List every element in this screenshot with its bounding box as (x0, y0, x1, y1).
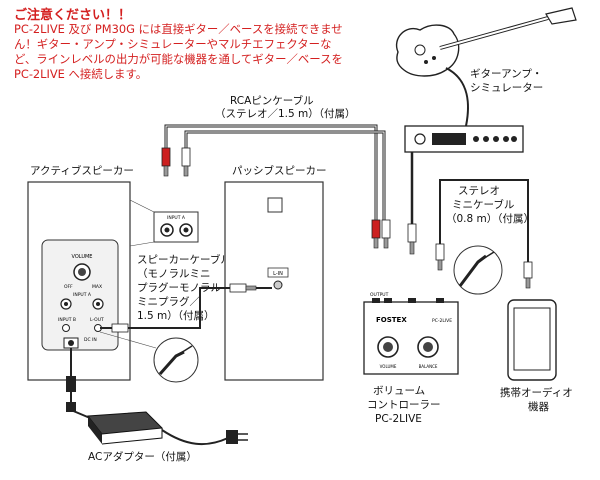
pc2live-label-2: コントローラー (367, 399, 441, 411)
ctl-volume-label: VOLUME (380, 364, 397, 369)
speaker-cable-label-1: スピーカーケーブル (137, 254, 231, 266)
stereo-cable-label-3: （0.8 m）（付属） (446, 213, 535, 225)
input-a-detail: INPUT A (129, 199, 199, 247)
l-out-label: L-OUT (90, 317, 104, 323)
mini-plug-detail-icon (453, 245, 503, 295)
max-label: MAX (92, 284, 102, 290)
input-a-label: INPUT A (73, 292, 92, 298)
power-plug-icon (226, 430, 248, 444)
passive-speaker: L-IN (224, 181, 324, 381)
model-label: PC-2LIVE (432, 318, 452, 324)
ctl-balance-label: BALANCE (419, 364, 438, 369)
warning-line-4: PC-2LIVE へ接続します。 (14, 67, 148, 81)
speaker-cable-label-5: 1.5 m）（付属） (137, 310, 215, 322)
stereo-cable-label-1: ステレオ (458, 185, 500, 197)
rca-plug-icon (161, 147, 191, 177)
portable-label-1: 携帯オーディオ (500, 387, 573, 399)
off-label: OFF (64, 284, 73, 290)
knob-icon (414, 133, 426, 145)
rca-cable-label: RCAピンケーブル (230, 95, 314, 107)
warning-line-3: ど、ラインレベルの出力が可能な機器を通してギター／ベースを (14, 52, 343, 66)
speaker-cable-label-4: ミニプラグ／ (137, 296, 200, 308)
warning-line-2: ん！ギター・アンプ・シミュレーターやマルチエフェクターな (14, 37, 332, 51)
phone-plug-icon (407, 223, 417, 255)
l-in-label: L-IN (273, 271, 283, 277)
dc-jack-icon (68, 340, 74, 346)
brand-label: FOSTEX (376, 316, 407, 324)
speaker-plug-detail-icon (99, 331, 199, 383)
guitar-icon (395, 7, 577, 77)
warning-line-1: PC-2LIVE 及び PM30G には直接ギター／ベースを接続できませ (14, 22, 343, 36)
pc2live-device: OUTPUT FOSTEX PC-2LIVE VOLUME BALANCE (363, 292, 459, 375)
amp-sim-label-2: シミュレーター (470, 82, 544, 94)
amp-simulator (404, 125, 524, 153)
ac-adapter-icon (66, 376, 164, 445)
output-label: OUTPUT (370, 292, 389, 298)
ac-adapter-label: ACアダプター（付属） (88, 451, 197, 463)
input-b-label: INPUT B (58, 317, 76, 323)
portable-player-icon (507, 299, 557, 381)
dc-in-label: DC IN (84, 337, 97, 343)
portable-label-2: 機器 (528, 401, 549, 413)
volume-label: VOLUME (72, 254, 93, 260)
stereo-cable-label-2: ミニケーブル (452, 199, 515, 211)
pc2live-label-1: ボリューム (373, 385, 426, 397)
warning-text: PC-2LIVE 及び PM30G には直接ギター／ベースを接続できませ ん！ギ… (14, 22, 343, 82)
mini-jack-icon (273, 280, 283, 290)
amp-sim-label-1: ギターアンプ・ (470, 68, 543, 80)
active-speaker: VOLUME OFF MAX INPUT A INPUT B L-OUT DC … (27, 181, 131, 381)
mini-plug-icon (111, 283, 257, 333)
mini-plug-icon (435, 243, 533, 289)
speaker-cable-label-2: （モノラルミニ (137, 268, 211, 280)
mini-jack-icon (62, 324, 70, 332)
rca-cable-spec-label: （ステレオ／1.5 m）（付属） (215, 108, 356, 120)
input-a-detail-label: INPUT A (167, 215, 186, 221)
rca-plug-icon (371, 219, 391, 249)
warning-title: ご注意ください！！ (14, 8, 132, 23)
active-speaker-label: アクティブスピーカー (30, 165, 134, 177)
pc2live-label-3: PC-2LIVE (375, 413, 422, 425)
passive-speaker-label: パッシブスピーカー (232, 165, 327, 177)
